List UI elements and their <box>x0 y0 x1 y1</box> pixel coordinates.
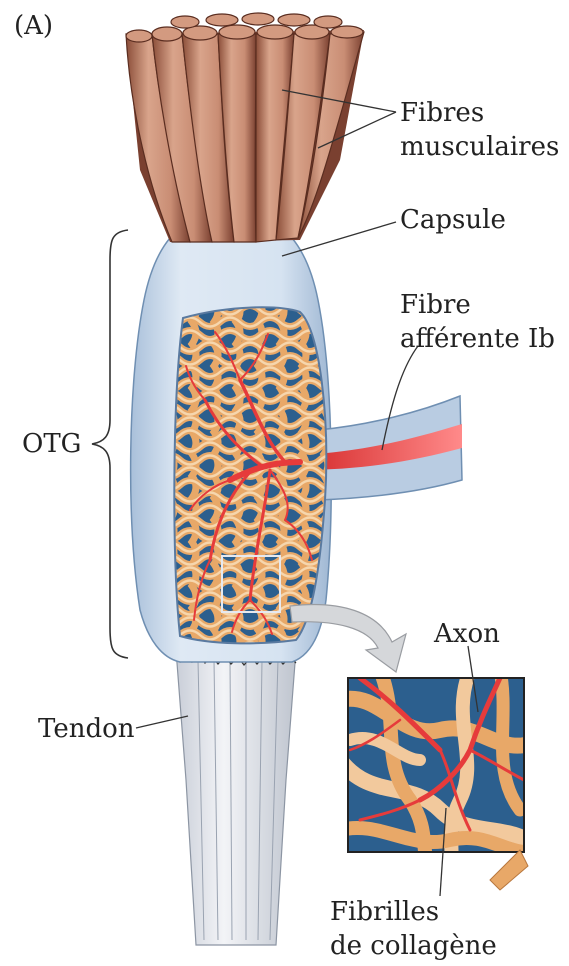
label-otg: OTG <box>22 429 81 459</box>
label-collagen-1: Fibrilles <box>330 897 439 927</box>
otg-brace <box>92 230 128 658</box>
label-muscle-fibers-2: musculaires <box>400 132 559 162</box>
tendon <box>172 650 296 945</box>
label-tendon: Tendon <box>38 714 135 744</box>
label-afferent-2: afférente Ib <box>400 324 555 354</box>
magnified-inset <box>340 670 540 890</box>
label-muscle-fibers-1: Fibres <box>400 98 484 128</box>
label-collagen-2: de collagène <box>330 931 497 961</box>
muscle-fibers <box>126 13 364 242</box>
label-capsule: Capsule <box>400 205 506 235</box>
panel-label: (A) <box>14 11 53 41</box>
label-axon: Axon <box>433 619 500 649</box>
label-afferent-1: Fibre <box>400 290 471 320</box>
